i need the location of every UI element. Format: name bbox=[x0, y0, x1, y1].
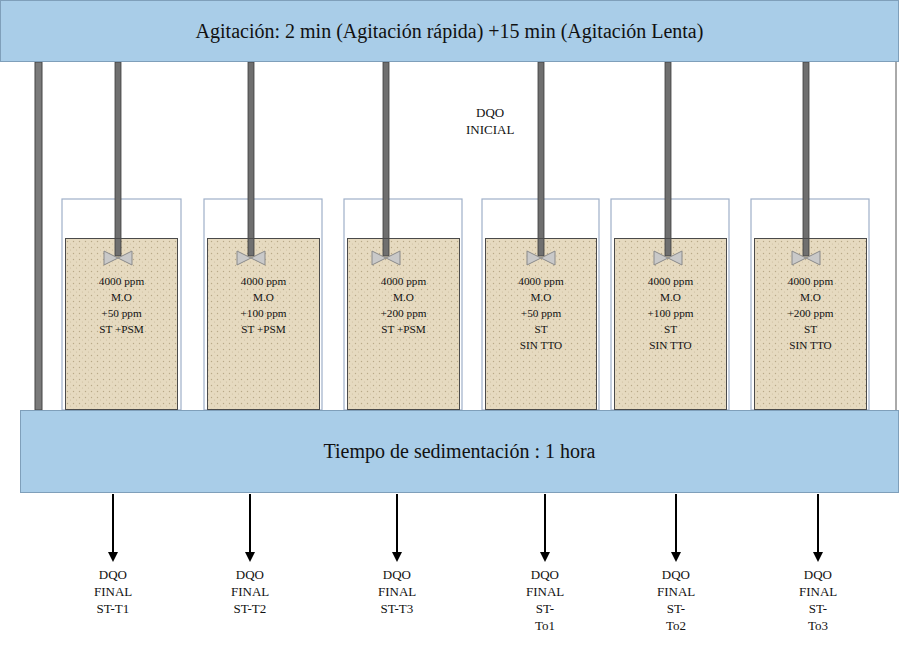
dqo-final-label: DQO FINAL ST-To3 bbox=[799, 566, 837, 634]
beaker-text: M.O bbox=[486, 289, 596, 305]
liquid bbox=[485, 238, 597, 410]
impeller bbox=[237, 251, 265, 265]
output-arrow bbox=[675, 494, 677, 560]
stirrer-rod bbox=[248, 62, 254, 256]
sedimentation-band: Tiempo de sedimentación : 1 hora bbox=[20, 410, 899, 493]
output-arrow bbox=[396, 494, 398, 560]
dqo-final-label: DQO FINAL ST-T2 bbox=[231, 566, 269, 617]
dqo-initial-label: DQO INICIAL bbox=[466, 104, 514, 138]
beaker-glass bbox=[344, 199, 462, 410]
liquid bbox=[347, 238, 460, 410]
impeller bbox=[654, 251, 682, 265]
beaker-text: +100 ppm bbox=[208, 305, 319, 321]
beaker-text: M.O bbox=[348, 289, 459, 305]
output-arrow bbox=[817, 494, 819, 560]
beaker-text: 4000 ppm bbox=[486, 273, 596, 289]
beaker-glass bbox=[751, 199, 869, 410]
beaker-text: +50 ppm bbox=[66, 305, 177, 321]
beaker-text: SIN TTO bbox=[486, 337, 596, 353]
beaker-text: 4000 ppm bbox=[208, 273, 319, 289]
beaker: 4000 ppmM.O+50 ppmST +PSM bbox=[65, 238, 178, 410]
dqo-final-label: DQO FINAL ST-T1 bbox=[94, 566, 132, 617]
output-arrow bbox=[544, 494, 546, 560]
beaker: 4000 ppmM.O+50 ppmSTSIN TTO bbox=[485, 238, 597, 410]
dqo-final-label: DQO FINAL ST-To2 bbox=[657, 566, 695, 634]
beaker: 4000 ppmM.O+100 ppmSTSIN TTO bbox=[614, 238, 727, 410]
beaker-text: M.O bbox=[66, 289, 177, 305]
beaker-text: ST bbox=[615, 321, 726, 337]
impeller bbox=[372, 251, 400, 265]
beaker-text: M.O bbox=[208, 289, 319, 305]
dqo-final-label: DQO FINAL ST-To1 bbox=[526, 566, 564, 634]
beaker-text: SIN TTO bbox=[755, 337, 866, 353]
beaker-text: ST +PSM bbox=[66, 321, 177, 337]
liquid bbox=[614, 238, 727, 410]
output-arrow bbox=[112, 494, 114, 560]
beaker: 4000 ppmM.O+200 ppmST +PSM bbox=[347, 238, 460, 410]
output-arrow bbox=[249, 494, 251, 560]
beaker-text: M.O bbox=[755, 289, 866, 305]
dqo-final-label: DQO FINAL ST-T3 bbox=[378, 566, 416, 617]
stirrer-rod bbox=[115, 62, 121, 256]
beaker-text: +100 ppm bbox=[615, 305, 726, 321]
beaker-text: ST bbox=[486, 321, 596, 337]
beaker: 4000 ppmM.O+200 ppmSTSIN TTO bbox=[754, 238, 867, 410]
liquid bbox=[65, 238, 178, 410]
liquid bbox=[207, 238, 320, 410]
beaker-text: 4000 ppm bbox=[755, 273, 866, 289]
output-arrows bbox=[113, 494, 818, 560]
band-title: Agitación: 2 min (Agitación rápida) +15 … bbox=[196, 20, 704, 43]
frame bbox=[35, 62, 896, 410]
stirrer-rod bbox=[665, 62, 671, 256]
impeller bbox=[104, 251, 132, 265]
beaker-text: 4000 ppm bbox=[66, 273, 177, 289]
beaker-text: 4000 ppm bbox=[348, 273, 459, 289]
beaker-glass bbox=[62, 199, 181, 410]
agitation-band: Agitación: 2 min (Agitación rápida) +15 … bbox=[0, 0, 899, 62]
band-title: Tiempo de sedimentación : 1 hora bbox=[324, 440, 596, 463]
beaker-set bbox=[62, 62, 869, 410]
liquid bbox=[754, 238, 867, 410]
stirrer-rod bbox=[538, 62, 544, 256]
impeller bbox=[792, 251, 820, 265]
impeller bbox=[527, 251, 555, 265]
beaker-text: +200 ppm bbox=[755, 305, 866, 321]
beaker-text: +200 ppm bbox=[348, 305, 459, 321]
beaker-text: 4000 ppm bbox=[615, 273, 726, 289]
beaker-glass bbox=[204, 199, 322, 410]
beaker-text: ST bbox=[755, 321, 866, 337]
stirrer-rod bbox=[803, 62, 809, 256]
beaker-text: M.O bbox=[615, 289, 726, 305]
beaker-text: ST +PSM bbox=[208, 321, 319, 337]
beaker-text: ST +PSM bbox=[348, 321, 459, 337]
beaker-text: SIN TTO bbox=[615, 337, 726, 353]
stirrer-rod bbox=[383, 62, 389, 256]
beaker: 4000 ppmM.O+100 ppmST +PSM bbox=[207, 238, 320, 410]
beaker-text: +50 ppm bbox=[486, 305, 596, 321]
